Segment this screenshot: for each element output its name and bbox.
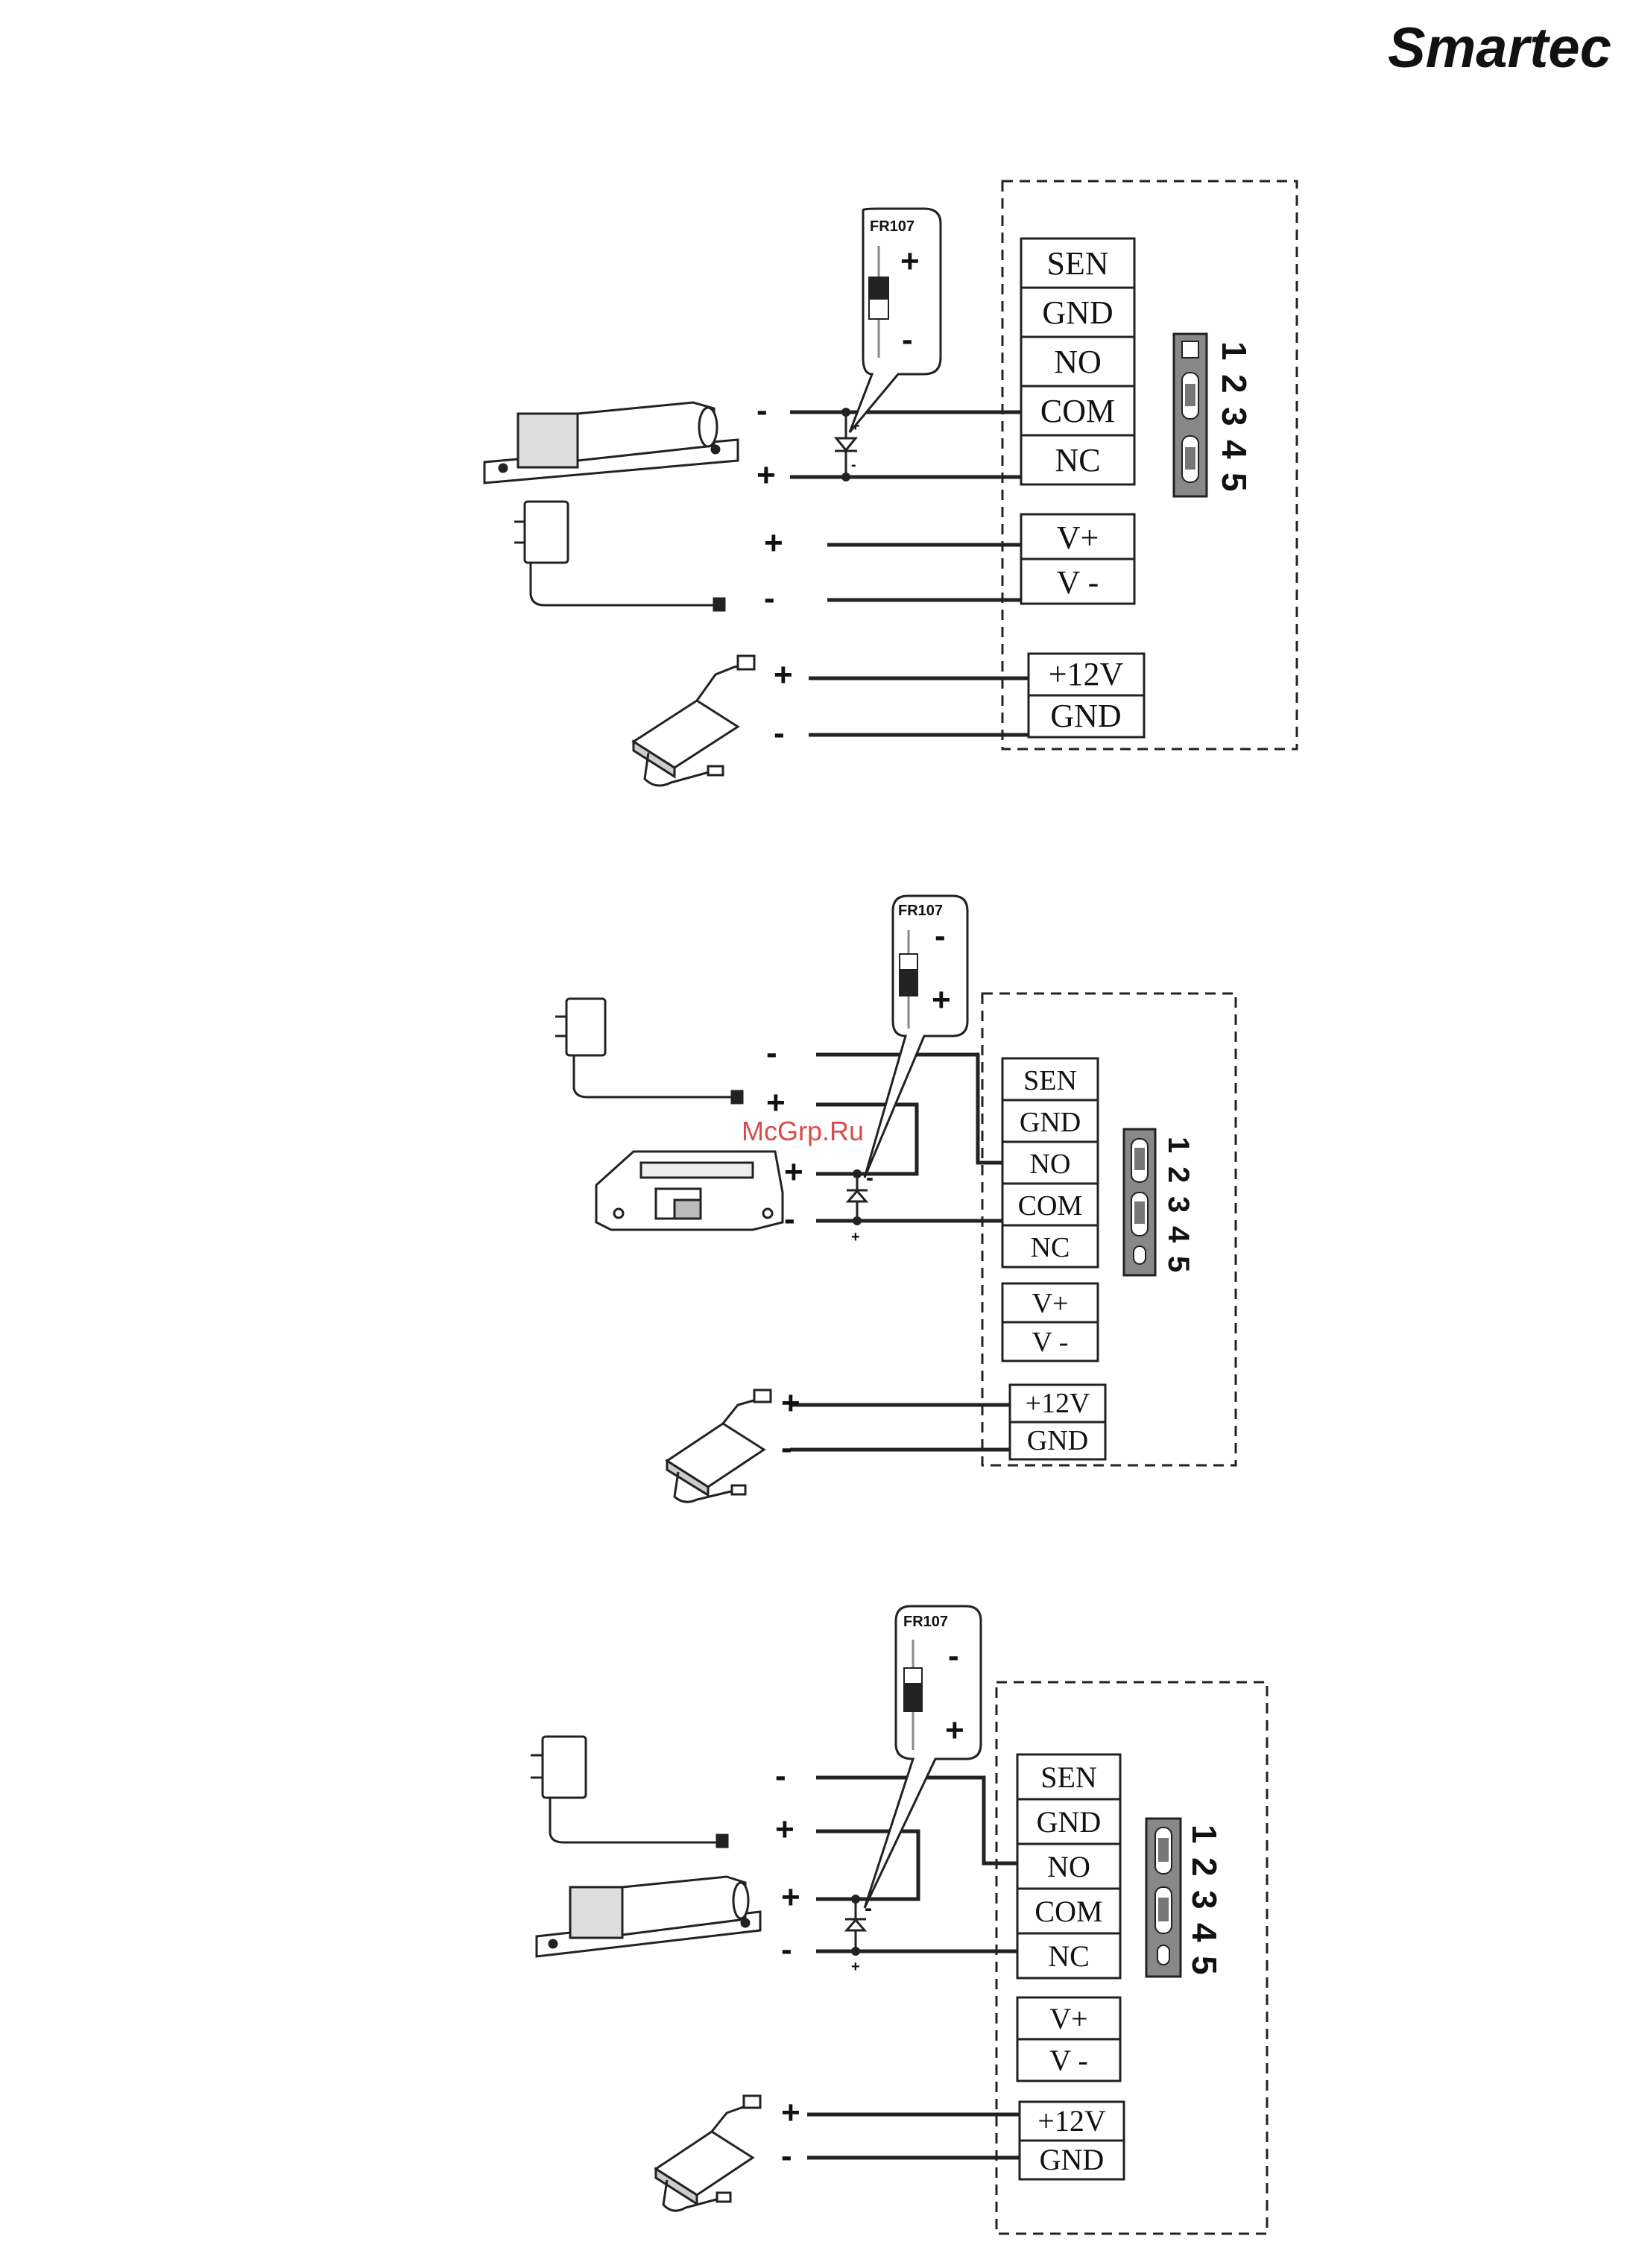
magnetic-lock-icon (537, 1877, 760, 1956)
wires (790, 412, 1029, 735)
terminal-power-gnd: GND (1027, 1425, 1088, 1456)
magnetic-lock-icon (484, 402, 738, 483)
diode-symbol (847, 1169, 868, 1225)
power-minus-sign: - (781, 2138, 792, 2174)
svg-text:1: 1 (1162, 1137, 1195, 1153)
jumper-numbers: 1 2 3 4 5 (1162, 1137, 1195, 1272)
terminal-gnd: GND (1042, 294, 1113, 331)
svg-text:2: 2 (1185, 1857, 1224, 1877)
jumper-numbers: 1 2 3 4 5 (1215, 341, 1254, 492)
svg-text:3: 3 (1185, 1890, 1224, 1910)
power-plus-sign: + (781, 1385, 800, 1421)
power-supply-icon (667, 1390, 771, 1502)
terminal-sen: SEN (1023, 1065, 1077, 1096)
diode-callout (850, 209, 941, 432)
terminal-v-minus: V - (1057, 564, 1099, 601)
diagram-1: SEN GND NO COM NC V+ V - +12V GND 1 2 3 (484, 181, 1297, 786)
adapter-plus-sign: + (764, 525, 783, 561)
terminal-v-plus: V+ (1049, 2002, 1087, 2035)
terminal-gnd: GND (1037, 1805, 1102, 1839)
callout-minus: - (948, 1637, 959, 1674)
diagram-2: SEN GND NO COM NC V+ V - +12V GND 1 2 3 … (555, 896, 1236, 1502)
lock-minus-sign: - (756, 392, 768, 429)
terminal-nc: NC (1031, 1232, 1070, 1263)
terminal-com: COM (1040, 393, 1115, 429)
svg-text:3: 3 (1162, 1196, 1195, 1213)
svg-text:4: 4 (1162, 1226, 1195, 1243)
terminal-12v: +12V (1026, 1388, 1090, 1419)
terminal-v-minus: V - (1049, 2044, 1087, 2077)
terminal-sen: SEN (1046, 245, 1108, 282)
watermark: McGrp.Ru (742, 1116, 864, 1146)
jumper-block (1174, 334, 1207, 496)
callout-minus: - (935, 917, 946, 954)
diode-plus: + (851, 1959, 860, 1975)
terminal-nc: NC (1048, 1939, 1090, 1973)
terminal-v-minus: V - (1032, 1327, 1069, 1358)
terminal-sen: SEN (1040, 1760, 1097, 1794)
svg-text:4: 4 (1185, 1923, 1224, 1942)
power-minus-sign: - (781, 1430, 792, 1466)
diode-minus: - (851, 457, 856, 473)
wires (807, 1778, 1020, 2158)
callout-minus: - (902, 321, 913, 358)
logo-text: Smartec (1388, 16, 1611, 80)
lock-plus-sign: + (756, 457, 776, 493)
terminal-no: NO (1047, 1850, 1090, 1883)
svg-text:5: 5 (1215, 473, 1254, 492)
electric-strike-icon (596, 1152, 783, 1230)
wires (790, 1055, 1010, 1450)
adapter-plus-sign: + (775, 1811, 795, 1848)
power-plus-sign: + (774, 657, 793, 693)
adapter-minus-sign: - (764, 580, 775, 616)
diode-callout (865, 1606, 981, 1908)
brand-logo: Smartec (1388, 16, 1611, 80)
svg-text:5: 5 (1185, 1956, 1224, 1975)
terminal-no: NO (1030, 1149, 1071, 1180)
power-supply-icon (634, 656, 754, 786)
callout-plus: + (945, 1712, 964, 1749)
lock-minus-sign: - (784, 1201, 795, 1237)
terminal-12v: +12V (1049, 656, 1124, 692)
diode-label: FR107 (898, 903, 943, 919)
svg-text:5: 5 (1162, 1256, 1195, 1272)
terminal-12v: +12V (1037, 2104, 1106, 2138)
lock-plus-sign: + (781, 1879, 800, 1915)
terminal-power-gnd: GND (1050, 698, 1121, 734)
svg-text:2: 2 (1162, 1166, 1195, 1183)
wall-adapter-icon (531, 1737, 727, 1847)
adapter-minus-sign: - (775, 1757, 786, 1794)
wall-adapter-icon (514, 502, 724, 610)
power-supply-icon (656, 2096, 760, 2211)
svg-text:4: 4 (1215, 440, 1254, 459)
diode-plus: + (851, 1229, 860, 1245)
diagram-3: SEN GND NO COM NC V+ V - +12V GND 1 2 3 … (531, 1606, 1267, 2234)
terminal-v-plus: V+ (1032, 1288, 1069, 1319)
terminal-no: NO (1054, 344, 1102, 380)
jumper-block (1124, 1129, 1155, 1275)
terminal-gnd: GND (1020, 1107, 1081, 1138)
terminal-com: COM (1034, 1895, 1102, 1928)
svg-text:1: 1 (1185, 1825, 1224, 1844)
svg-text:2: 2 (1215, 374, 1254, 394)
adapter-minus-sign: - (766, 1035, 777, 1071)
svg-text:3: 3 (1215, 407, 1254, 426)
wall-adapter-icon (555, 999, 742, 1103)
terminal-com: COM (1018, 1190, 1083, 1222)
power-plus-sign: + (781, 2094, 800, 2131)
jumper-numbers: 1 2 3 4 5 (1185, 1825, 1224, 1975)
diode-label: FR107 (903, 1614, 948, 1630)
callout-plus: + (932, 982, 951, 1018)
lock-minus-sign: - (781, 1931, 792, 1968)
jumper-block (1146, 1819, 1181, 1977)
diode-label: FR107 (870, 218, 914, 235)
power-minus-sign: - (774, 715, 785, 751)
terminal-nc: NC (1055, 442, 1100, 478)
terminal-v-plus: V+ (1057, 519, 1099, 556)
lock-plus-sign: + (784, 1154, 803, 1190)
svg-text:1: 1 (1215, 341, 1254, 361)
terminal-power-gnd: GND (1040, 2143, 1105, 2176)
callout-plus: + (900, 243, 920, 279)
